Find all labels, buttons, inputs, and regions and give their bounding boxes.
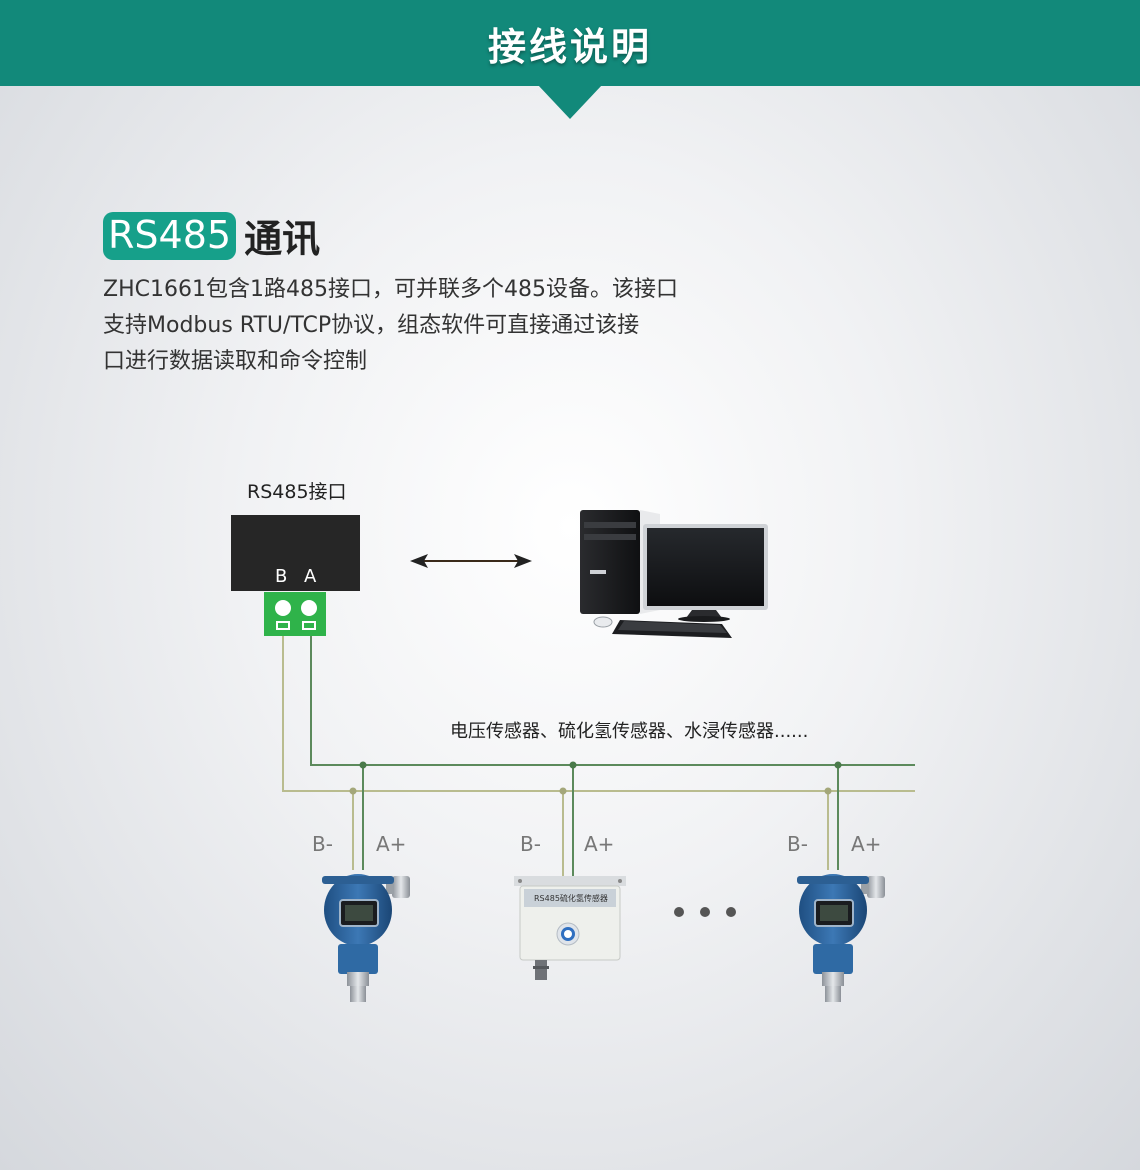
pin-label-b: B- [312, 832, 333, 856]
header-banner: 接线说明 [0, 0, 1140, 86]
h2s-sensor-label: RS485硫化氢传感器 [534, 893, 608, 903]
terminal-label-b: B [275, 566, 287, 587]
header-notch [538, 85, 602, 119]
description-line: 口进行数据读取和命令控制 [103, 349, 368, 374]
section-heading: RS485 通讯 [103, 208, 320, 263]
pin-label-a: A+ [851, 832, 881, 856]
pin-label-a: A+ [584, 832, 614, 856]
junction-dots [349, 761, 842, 795]
section-title: 通讯 [244, 217, 321, 261]
pin-label-b: B- [520, 832, 541, 856]
pin-label-a: A+ [376, 832, 406, 856]
terminal-label-a: A [304, 566, 317, 587]
sensors-caption: 电压传感器、硫化氢传感器、水浸传感器...... [450, 721, 808, 742]
description-line: ZHC1661包含1路485接口，可并联多个485设备。该接口 [103, 277, 678, 302]
section-description: ZHC1661包含1路485接口，可并联多个485设备。该接口 支持Modbus… [103, 272, 743, 380]
double-arrow-icon [410, 554, 532, 568]
computer-icon [580, 510, 768, 638]
pressure-transmitter-icon [797, 874, 885, 1002]
pin-label-b: B- [787, 832, 808, 856]
pressure-transmitter-icon [322, 874, 410, 1002]
rs485-badge: RS485 [103, 211, 237, 260]
description-line: 支持Modbus RTU/TCP协议，组态软件可直接通过该接 [103, 313, 640, 338]
green-terminal-block [264, 592, 326, 636]
interface-block [231, 515, 360, 591]
more-devices-dots [674, 907, 736, 917]
header-title: 接线说明 [487, 24, 652, 69]
interface-label: RS485接口 [247, 481, 347, 503]
h2s-sensor-box: RS485硫化氢传感器 [514, 876, 626, 980]
bus-wiring [282, 636, 915, 876]
